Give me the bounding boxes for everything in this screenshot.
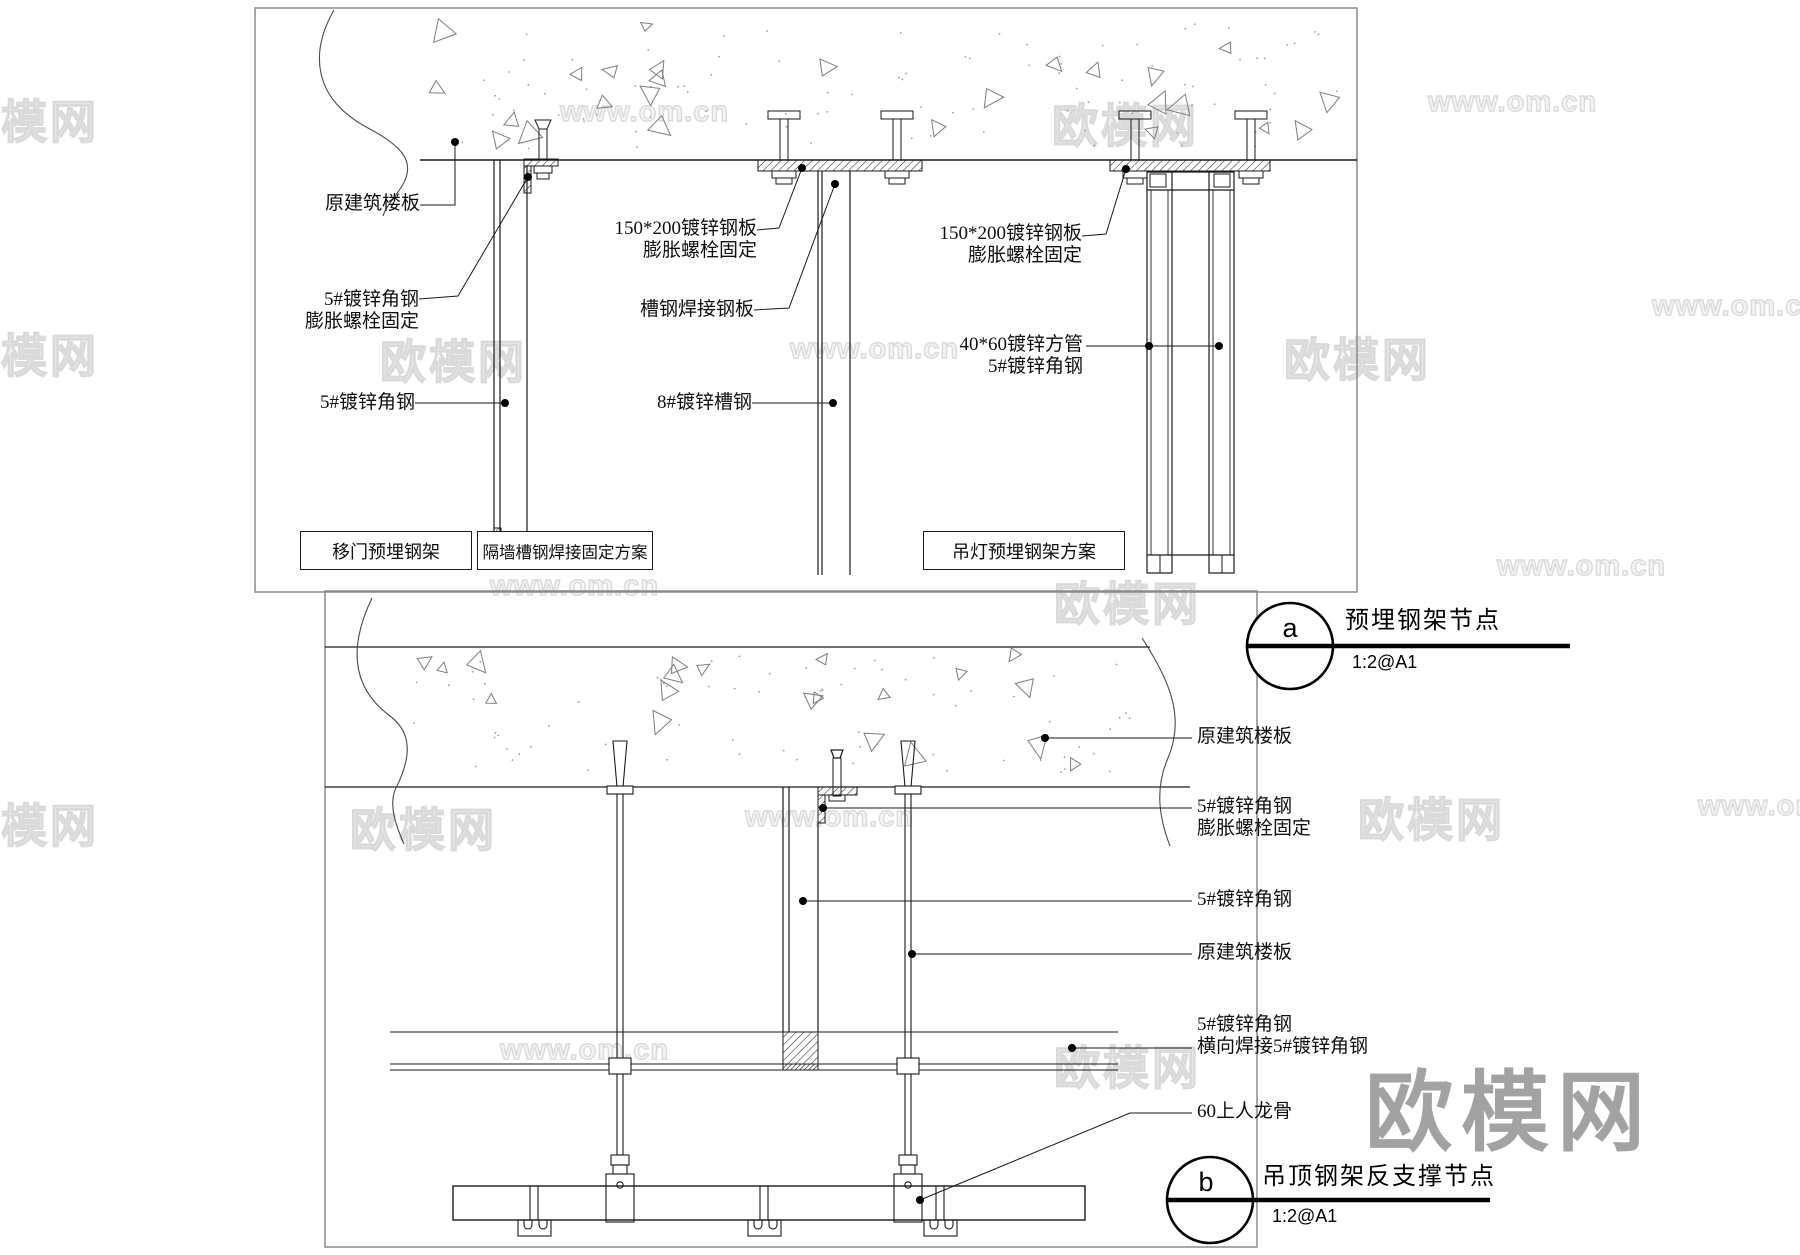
leader-dot bbox=[799, 897, 807, 905]
cad-label: 原建筑楼板 bbox=[1197, 726, 1293, 747]
scheme-box-sliding-door: 移门预埋钢架 bbox=[300, 531, 472, 570]
leader-dot bbox=[1122, 165, 1130, 173]
leader-dot bbox=[1215, 342, 1223, 350]
cad-label: 150*200镀锌钢板膨胀螺栓固定 bbox=[614, 218, 757, 261]
detail-title-a: 预埋钢架节点 bbox=[1345, 608, 1501, 634]
break-line-b-left bbox=[356, 597, 408, 845]
leader-dot bbox=[908, 950, 916, 958]
cad-label: 8#镀锌槽钢 bbox=[656, 392, 752, 413]
watermark-tile: www.om.cn bbox=[1651, 289, 1800, 322]
watermark-tile: 欧模网 bbox=[0, 329, 99, 382]
cross-tee-clips bbox=[517, 1219, 958, 1237]
drawing-b-frame bbox=[324, 590, 1258, 1248]
leader-dot bbox=[819, 804, 827, 812]
watermark-tile: www.om.cn bbox=[1697, 789, 1800, 822]
detail-marker-b bbox=[1165, 1155, 1490, 1245]
watermark-tile: 欧模网 bbox=[0, 95, 99, 148]
scheme-box-partition: 隔墙槽钢焊接固定方案 bbox=[477, 531, 653, 570]
detail-scale-a: 1:2@A1 bbox=[1352, 652, 1418, 672]
cad-label: 5#镀锌角钢 bbox=[319, 392, 415, 413]
marker-letter-a: a bbox=[1282, 613, 1298, 643]
leader-lines bbox=[415, 138, 1223, 1204]
cad-label: 5#镀锌角钢膨胀螺栓固定 bbox=[1197, 796, 1312, 839]
watermark-tile: www.om.cn bbox=[1427, 85, 1598, 118]
assembly-partition-channel bbox=[757, 110, 923, 575]
break-line-a bbox=[318, 9, 409, 217]
steel-plate bbox=[1109, 159, 1271, 172]
watermark-tile: 欧模网 bbox=[1053, 577, 1201, 630]
expansion-bolt bbox=[1118, 110, 1152, 185]
leader-line bbox=[418, 176, 529, 300]
hanger-rod bbox=[605, 740, 635, 1223]
detail-title-b: 吊顶钢架反支撑节点 bbox=[1262, 1164, 1496, 1190]
watermark-tile: 欧模网 bbox=[1283, 333, 1431, 386]
leader-dot bbox=[501, 399, 509, 407]
leader-line bbox=[753, 183, 836, 311]
watermark-tile: www.om.cn bbox=[559, 95, 730, 128]
watermark-tile: www.om.cn bbox=[744, 800, 915, 833]
watermark-tile: 欧模网 bbox=[1357, 793, 1505, 846]
slab-b bbox=[325, 597, 1190, 847]
leader-dot bbox=[1068, 1044, 1076, 1052]
leader-dot bbox=[451, 138, 459, 146]
drawing-a-frame bbox=[254, 7, 1358, 593]
leader-dot bbox=[916, 1196, 924, 1204]
concrete-hatch-a bbox=[428, 17, 1341, 150]
leader-dot bbox=[524, 173, 532, 181]
expansion-bolt bbox=[1234, 110, 1268, 185]
cad-label: 原建筑楼板 bbox=[324, 193, 420, 214]
leader-line bbox=[919, 1112, 1192, 1201]
angle-bracket bbox=[817, 786, 858, 796]
leader-dot bbox=[1145, 342, 1153, 350]
expansion-bolt bbox=[767, 110, 801, 185]
cad-label: 5#镀锌角钢 bbox=[1197, 889, 1293, 910]
watermark-tile: 欧模网 bbox=[1053, 1041, 1201, 1094]
hanger-rod bbox=[893, 740, 923, 1223]
counter-brace-assembly bbox=[782, 749, 858, 1071]
leader-line bbox=[756, 167, 803, 231]
cad-label: 槽钢焊接钢板 bbox=[639, 299, 754, 320]
watermark-tile: 欧模网 bbox=[349, 803, 497, 856]
transverse-angles bbox=[390, 1031, 1118, 1071]
steel-plate bbox=[757, 159, 923, 172]
watermark-tile: www.om.cn bbox=[499, 1033, 670, 1066]
cad-label: 5#镀锌角钢横向焊接5#镀锌角钢 bbox=[1197, 1014, 1369, 1057]
detail-marker-a bbox=[1245, 601, 1570, 691]
cad-label: 原建筑楼板 bbox=[1197, 942, 1293, 963]
watermark-tile: www.om.cn bbox=[1496, 549, 1667, 582]
leader-dot bbox=[1041, 734, 1049, 742]
watermark-tile: 欧模网 bbox=[1051, 99, 1199, 152]
big-watermark: 欧模网 bbox=[1365, 1063, 1654, 1162]
rod-clamp bbox=[896, 1057, 920, 1075]
watermark-tile: 欧模网 bbox=[0, 799, 99, 852]
watermark-tile: www.om.cn bbox=[489, 569, 660, 602]
leader-line bbox=[420, 142, 456, 206]
marker-letter-b: b bbox=[1198, 1167, 1214, 1197]
concrete-hatch-b bbox=[413, 647, 1131, 774]
expansion-bolt bbox=[533, 119, 553, 180]
expansion-bolt bbox=[880, 110, 914, 185]
leader-dot bbox=[798, 164, 806, 172]
cad-label: 5#镀锌角钢膨胀螺栓固定 bbox=[304, 289, 419, 332]
cad-label: 60上人龙骨 bbox=[1197, 1101, 1293, 1122]
leader-dot bbox=[831, 180, 839, 188]
leader-line bbox=[1081, 168, 1127, 237]
break-line-b-right bbox=[1141, 637, 1176, 847]
cad-label: 150*200镀锌钢板膨胀螺栓固定 bbox=[939, 223, 1082, 266]
assembly-lamp-frame bbox=[1109, 110, 1271, 574]
scheme-box-lamp: 吊灯预埋钢架方案 bbox=[923, 531, 1125, 570]
rod-clamp bbox=[608, 1057, 632, 1075]
main-runner bbox=[452, 1185, 1086, 1237]
leader-dot bbox=[829, 399, 837, 407]
detail-scale-b: 1:2@A1 bbox=[1272, 1206, 1338, 1226]
